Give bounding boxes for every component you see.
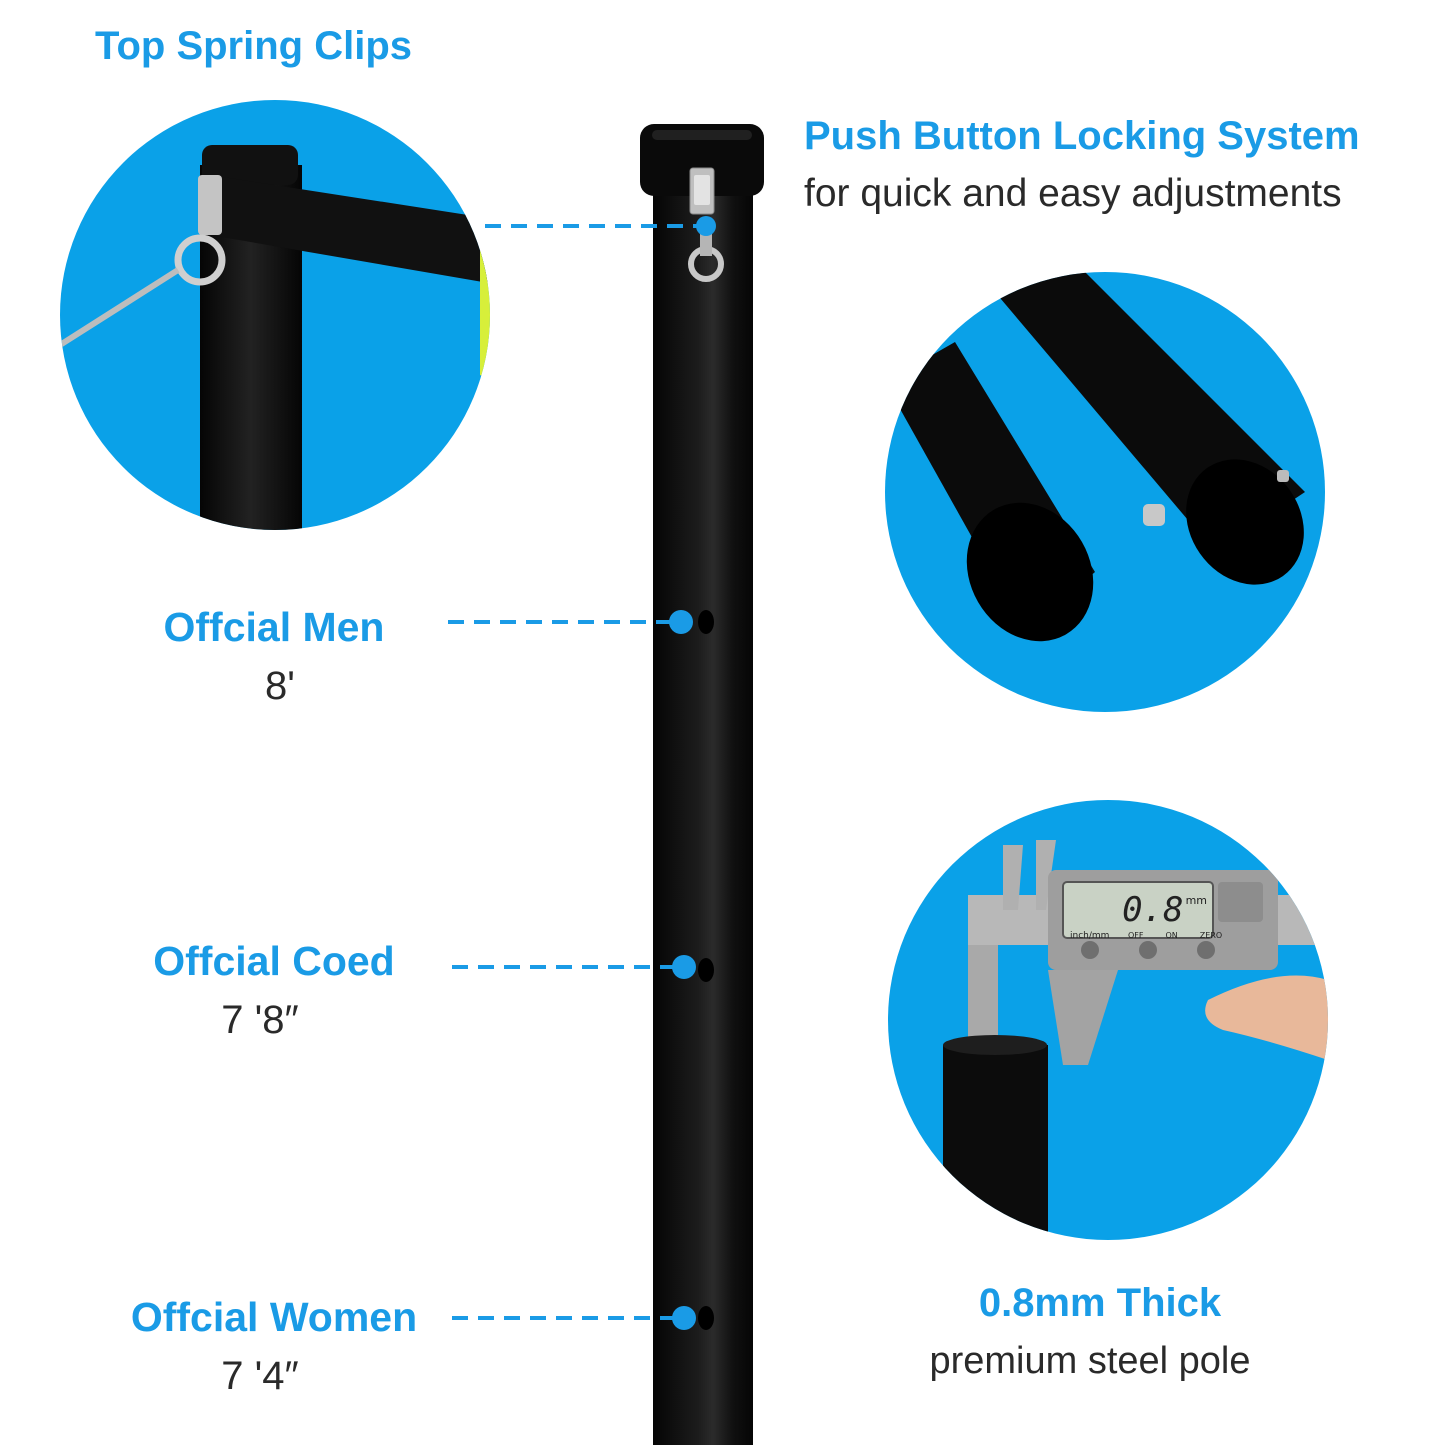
caliper-scale-label: inch/mm (1070, 931, 1110, 941)
leader-dot-women (672, 1306, 696, 1330)
height-men-value: 8' (265, 664, 295, 708)
height-men-title: Offcial Men (163, 604, 385, 650)
caliper-reading: 0.8 (1122, 890, 1184, 930)
caliper-display: 0.8 mm (1063, 882, 1213, 938)
spring-clip-detail-image (60, 100, 490, 530)
height-women-value: 7 '4″ (221, 1354, 299, 1398)
push-button-title: Push Button Locking System (804, 114, 1360, 158)
caliper-off-label: OFF (1128, 931, 1144, 940)
pole-hole-women (698, 1306, 714, 1330)
pole-hole-men (698, 610, 714, 634)
height-women-title: Offcial Women (130, 1294, 418, 1340)
pole-cap (640, 124, 764, 196)
push-button-subtitle: for quick and easy adjustments (804, 172, 1342, 215)
leader-dot-men (669, 610, 693, 634)
height-coed-title: Offcial Coed (153, 938, 395, 984)
thickness-subtitle: premium steel pole (929, 1340, 1251, 1382)
top-spring-clips-title: Top Spring Clips (95, 24, 413, 68)
caliper-zero-label: ZERO (1199, 931, 1223, 940)
caliper-unit: mm (1185, 894, 1207, 907)
height-coed-value: 7 '8″ (221, 998, 299, 1042)
caliper-buttons: OFF ON ZERO (1128, 931, 1222, 940)
thickness-title: 0.8mm Thick (978, 1281, 1222, 1325)
leader-dot-coed (672, 955, 696, 979)
push-button-detail-image (885, 272, 1325, 712)
caliper-on-label: ON (1165, 931, 1178, 940)
leader-dot-clip (696, 216, 716, 236)
pole-clip-icon (688, 167, 724, 282)
pole-body (653, 180, 753, 1445)
pole-hole-coed (698, 958, 714, 982)
caliper-detail-image (888, 800, 1328, 1240)
